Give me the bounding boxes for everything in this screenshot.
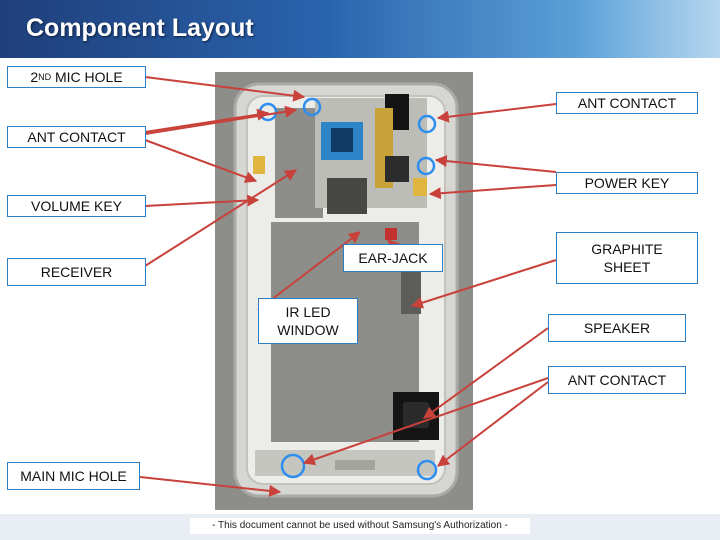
phone-frame-drawing [233,82,459,498]
title-banner: Component Layout [0,0,720,58]
marker-circle [302,97,322,117]
label-ear-jack: EAR-JACK [343,244,443,272]
marker-circle [280,453,306,479]
label-graphite-sheet: GRAPHITE SHEET [556,232,698,284]
marker-circle [416,156,436,176]
label-2nd-mic-prefix: 2 [30,69,39,85]
label-2nd-mic-suffix: MIC HOLE [51,69,123,85]
label-power-key: POWER KEY [556,172,698,194]
label-ant-contact-bottom-right: ANT CONTACT [548,366,686,394]
page-title: Component Layout [26,14,254,42]
label-receiver: RECEIVER [7,258,146,286]
label-main-mic-hole: MAIN MIC HOLE [7,462,140,490]
label-volume-key: VOLUME KEY [7,195,146,217]
label-ant-contact-left: ANT CONTACT [7,126,146,148]
label-ir-led-window: IR LED WINDOW [258,298,358,344]
footer-disclaimer: - This document cannot be used without S… [190,518,530,534]
label-ant-contact-top-right: ANT CONTACT [556,92,698,114]
marker-circle [417,114,437,134]
label-speaker: SPEAKER [548,314,686,342]
